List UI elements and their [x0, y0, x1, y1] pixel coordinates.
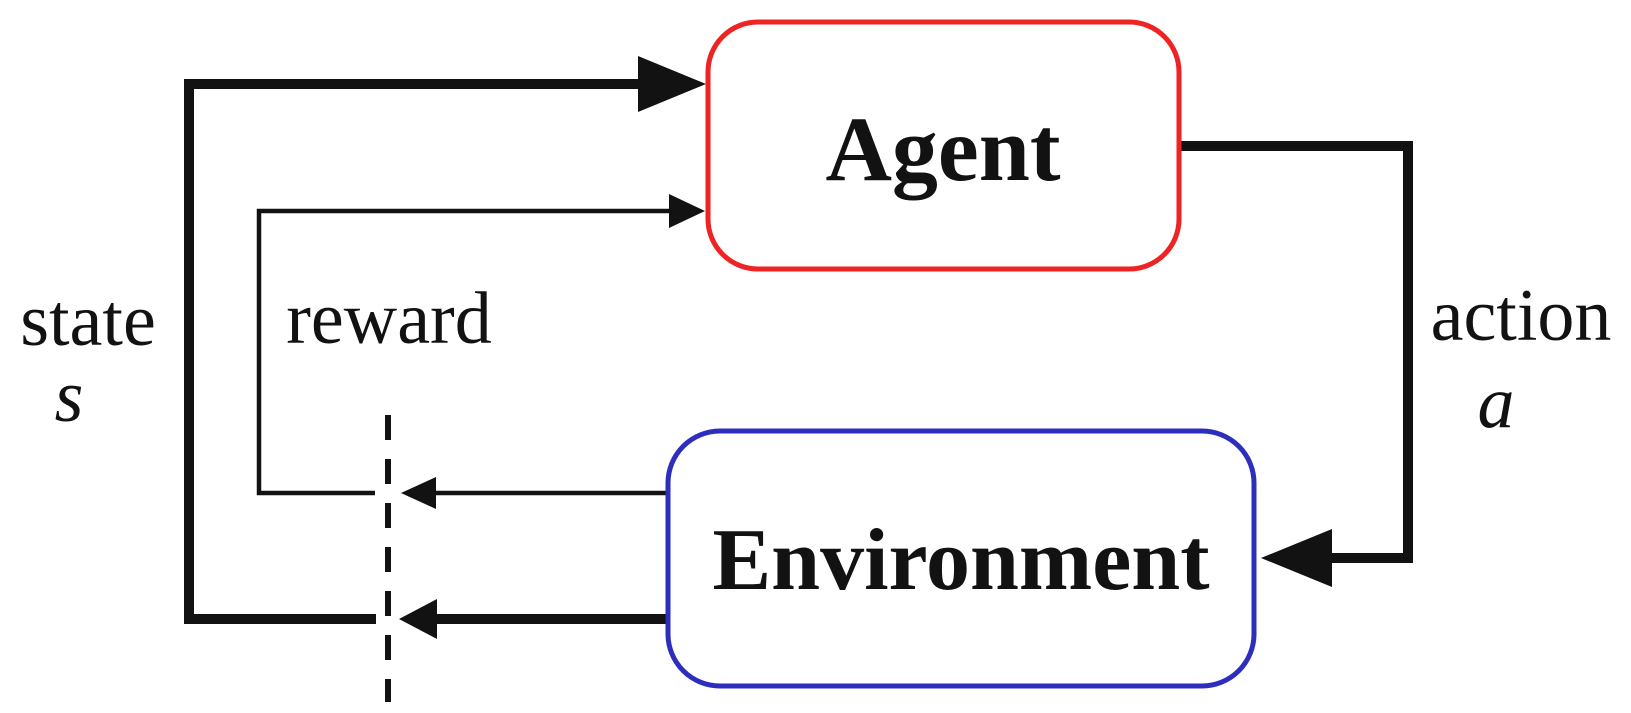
environment-node-box [665, 428, 1257, 689]
state-label: state [20, 280, 156, 362]
state-symbol: s [55, 356, 84, 438]
reward-label: reward [286, 278, 491, 360]
state-arrowhead-at-boundary [399, 599, 437, 639]
action-arrowhead-at-environment [1261, 529, 1332, 587]
agent-node: Agent [705, 19, 1182, 272]
state-line-to-agent [184, 79, 640, 624]
state-arrowhead-at-agent [638, 56, 706, 112]
action-arrow [1181, 141, 1413, 587]
action-label: action [1431, 275, 1612, 357]
environment-node-label: Environment [712, 512, 1209, 609]
agent-node-label: Agent [825, 98, 1060, 200]
action-symbol: a [1478, 362, 1515, 444]
state-arrow [184, 56, 706, 639]
reward-arrow [256, 194, 705, 509]
reward-line-to-agent [256, 208, 669, 496]
environment-node: Environment [665, 428, 1257, 689]
action-line [1181, 141, 1413, 563]
agent-node-box [705, 19, 1182, 272]
reward-arrowhead-at-agent [669, 194, 705, 228]
reward-arrowhead-at-boundary [401, 477, 436, 509]
